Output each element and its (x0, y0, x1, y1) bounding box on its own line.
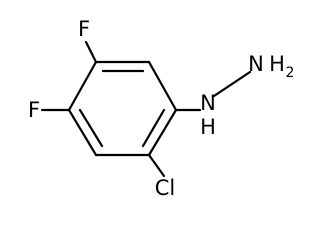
atom-label-nh2-subscript: 2 (286, 65, 295, 81)
atom-label-f-left: F (28, 98, 40, 122)
atom-label-nh-h: H (200, 115, 216, 139)
atom-label-nh2-h: H (269, 52, 285, 76)
ring-bond-lower-right (147, 108, 178, 157)
atom-label-cl: Cl (155, 176, 176, 200)
bond-c-cl (147, 153, 166, 178)
hydrazine-nh2-group: N H 2 (248, 52, 294, 81)
atom-label-f-top: F (78, 17, 90, 41)
atom-label-nh2-n: N (248, 52, 264, 76)
ring-bond-lower-left-inner (78, 108, 104, 148)
ring-bond-upper-right (147, 60, 178, 112)
hydrazine-nh-group: N H (200, 91, 216, 139)
ring-bond-upper-left (67, 60, 98, 112)
bond-nh-nh2 (212, 70, 252, 98)
ring-bond-lower-left (67, 108, 98, 157)
ring-bond-lower-right-inner (141, 108, 166, 148)
bond-c-f-top (84, 40, 98, 64)
chemical-structure: F F N H N H 2 Cl (28, 17, 295, 200)
atom-label-nh-n: N (200, 91, 216, 115)
benzene-ring (67, 60, 178, 157)
